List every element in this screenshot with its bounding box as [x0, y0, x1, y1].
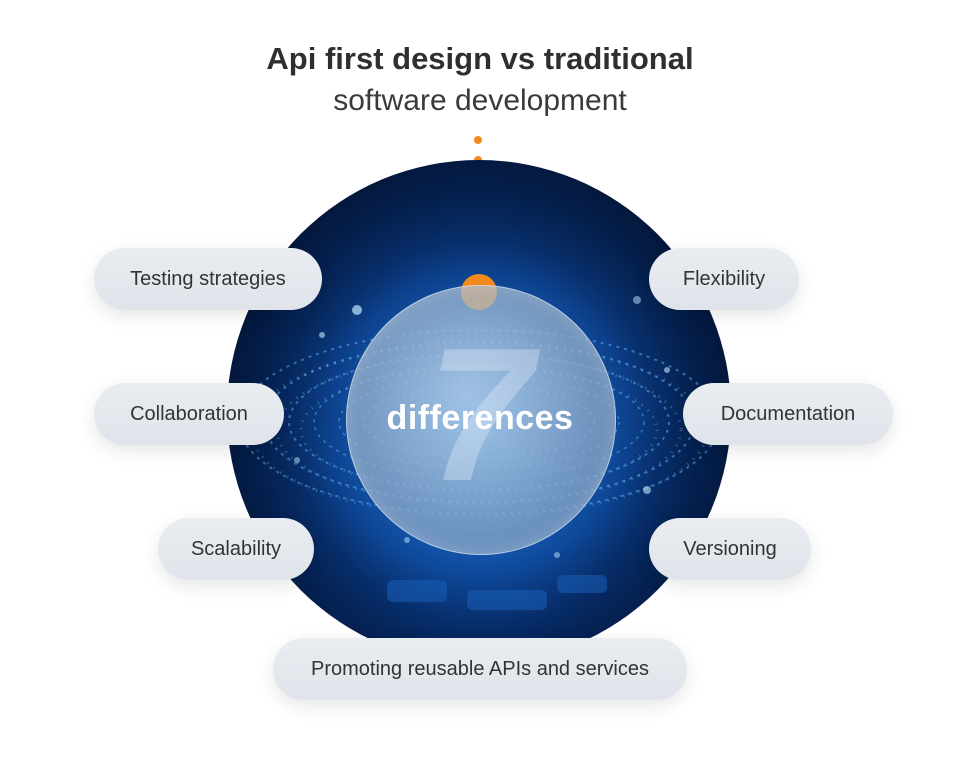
pill-versioning: Versioning [649, 518, 811, 580]
pill-reusable-apis: Promoting reusable APIs and services [273, 638, 687, 700]
pill-documentation: Documentation [683, 383, 893, 445]
pill-collaboration: Collaboration [94, 383, 284, 445]
title-line2: software development [333, 84, 627, 117]
center-glass-circle [346, 285, 616, 555]
pill-testing-strategies: Testing strategies [94, 248, 322, 310]
page-title: Api first design vs traditional software… [0, 38, 960, 122]
center-number: 7 [427, 309, 533, 521]
connector-dot [474, 136, 482, 144]
pill-flexibility: Flexibility [649, 248, 799, 310]
center-label: differences [386, 399, 574, 437]
pill-scalability: Scalability [158, 518, 314, 580]
title-line1: Api first design vs traditional [266, 41, 694, 76]
